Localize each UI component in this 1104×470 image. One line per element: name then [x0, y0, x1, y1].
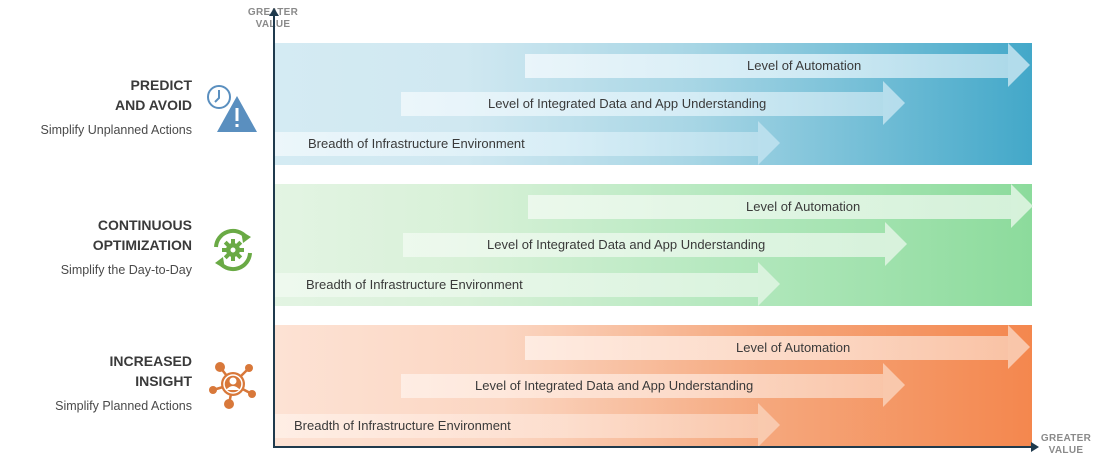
- arrow-head-icon: [758, 262, 780, 306]
- arrow-head-icon: [758, 403, 780, 447]
- title-line: INCREASED: [109, 353, 192, 369]
- title-line: PREDICT: [130, 77, 192, 93]
- arrow-head-icon: [1008, 43, 1030, 87]
- arrow-label: Level of Automation: [736, 340, 851, 355]
- arrow-breadth: Breadth of Infrastructure Environment: [275, 262, 780, 306]
- y-axis-label-line2: VALUE: [243, 19, 303, 31]
- arrow-breadth: Breadth of Infrastructure Environment: [275, 403, 780, 447]
- arrow-label: Level of Integrated Data and App Underst…: [487, 237, 766, 252]
- arrow-head-icon: [883, 81, 905, 125]
- arrow-label: Level of Automation: [747, 58, 862, 73]
- user-network-icon: [209, 362, 256, 409]
- row-title-predict-avoid: PREDICT AND AVOID: [115, 75, 192, 115]
- arrow-automation: Level of Automation: [525, 43, 1030, 87]
- y-axis-line: [273, 14, 275, 448]
- title-line: CONTINUOUS: [97, 217, 192, 233]
- band-continuous-optimization: Level of Automation Level of Integrated …: [275, 184, 1033, 306]
- arrow-integrated-data: Level of Integrated Data and App Underst…: [403, 222, 907, 266]
- arrow-label: Level of Integrated Data and App Underst…: [475, 378, 754, 393]
- arrow-breadth: Breadth of Infrastructure Environment: [275, 121, 780, 165]
- arrow-label: Breadth of Infrastructure Environment: [308, 136, 525, 151]
- arrow-automation: Level of Automation: [525, 325, 1030, 369]
- arrow-head-icon: [758, 121, 780, 165]
- band-increased-insight: Level of Automation Level of Integrated …: [275, 325, 1032, 447]
- row-title-continuous-optimization: CONTINUOUS OPTIMIZATION: [93, 215, 192, 255]
- row-title-increased-insight: INCREASED INSIGHT: [110, 351, 192, 391]
- x-axis-arrow-icon: [1031, 442, 1039, 452]
- title-line: AND AVOID: [115, 97, 192, 113]
- arrow-label: Breadth of Infrastructure Environment: [294, 418, 511, 433]
- x-axis-label-line2: VALUE: [1048, 445, 1084, 456]
- x-axis-label: GREATER VALUE: [1036, 433, 1096, 457]
- row-subtitle-increased-insight: Simplify Planned Actions: [55, 399, 192, 413]
- arrow-label: Breadth of Infrastructure Environment: [306, 277, 523, 292]
- arrow-head-icon: [1011, 184, 1033, 228]
- arrow-integrated-data: Level of Integrated Data and App Underst…: [401, 81, 905, 125]
- arrow-head-icon: [1008, 325, 1030, 369]
- title-line: INSIGHT: [135, 373, 192, 389]
- arrow-label: Level of Automation: [746, 199, 861, 214]
- x-axis-line: [273, 446, 1033, 448]
- row-subtitle-predict-avoid: Simplify Unplanned Actions: [40, 123, 192, 137]
- band-predict-avoid: Level of Automation Level of Integrated …: [275, 43, 1032, 165]
- arrow-automation: Level of Automation: [528, 184, 1033, 228]
- x-axis-label-line1: GREATER: [1040, 433, 1092, 444]
- arrow-head-icon: [883, 363, 905, 407]
- clock-warning-icon: [207, 85, 257, 132]
- arrow-head-icon: [885, 222, 907, 266]
- row-subtitle-continuous-optimization: Simplify the Day-to-Day: [60, 263, 192, 277]
- gear-refresh-icon: [214, 228, 252, 272]
- arrow-integrated-data: Level of Integrated Data and App Underst…: [401, 363, 905, 407]
- title-line: OPTIMIZATION: [92, 237, 192, 253]
- y-axis-arrow-icon: [269, 8, 279, 16]
- arrow-label: Level of Integrated Data and App Underst…: [488, 96, 767, 111]
